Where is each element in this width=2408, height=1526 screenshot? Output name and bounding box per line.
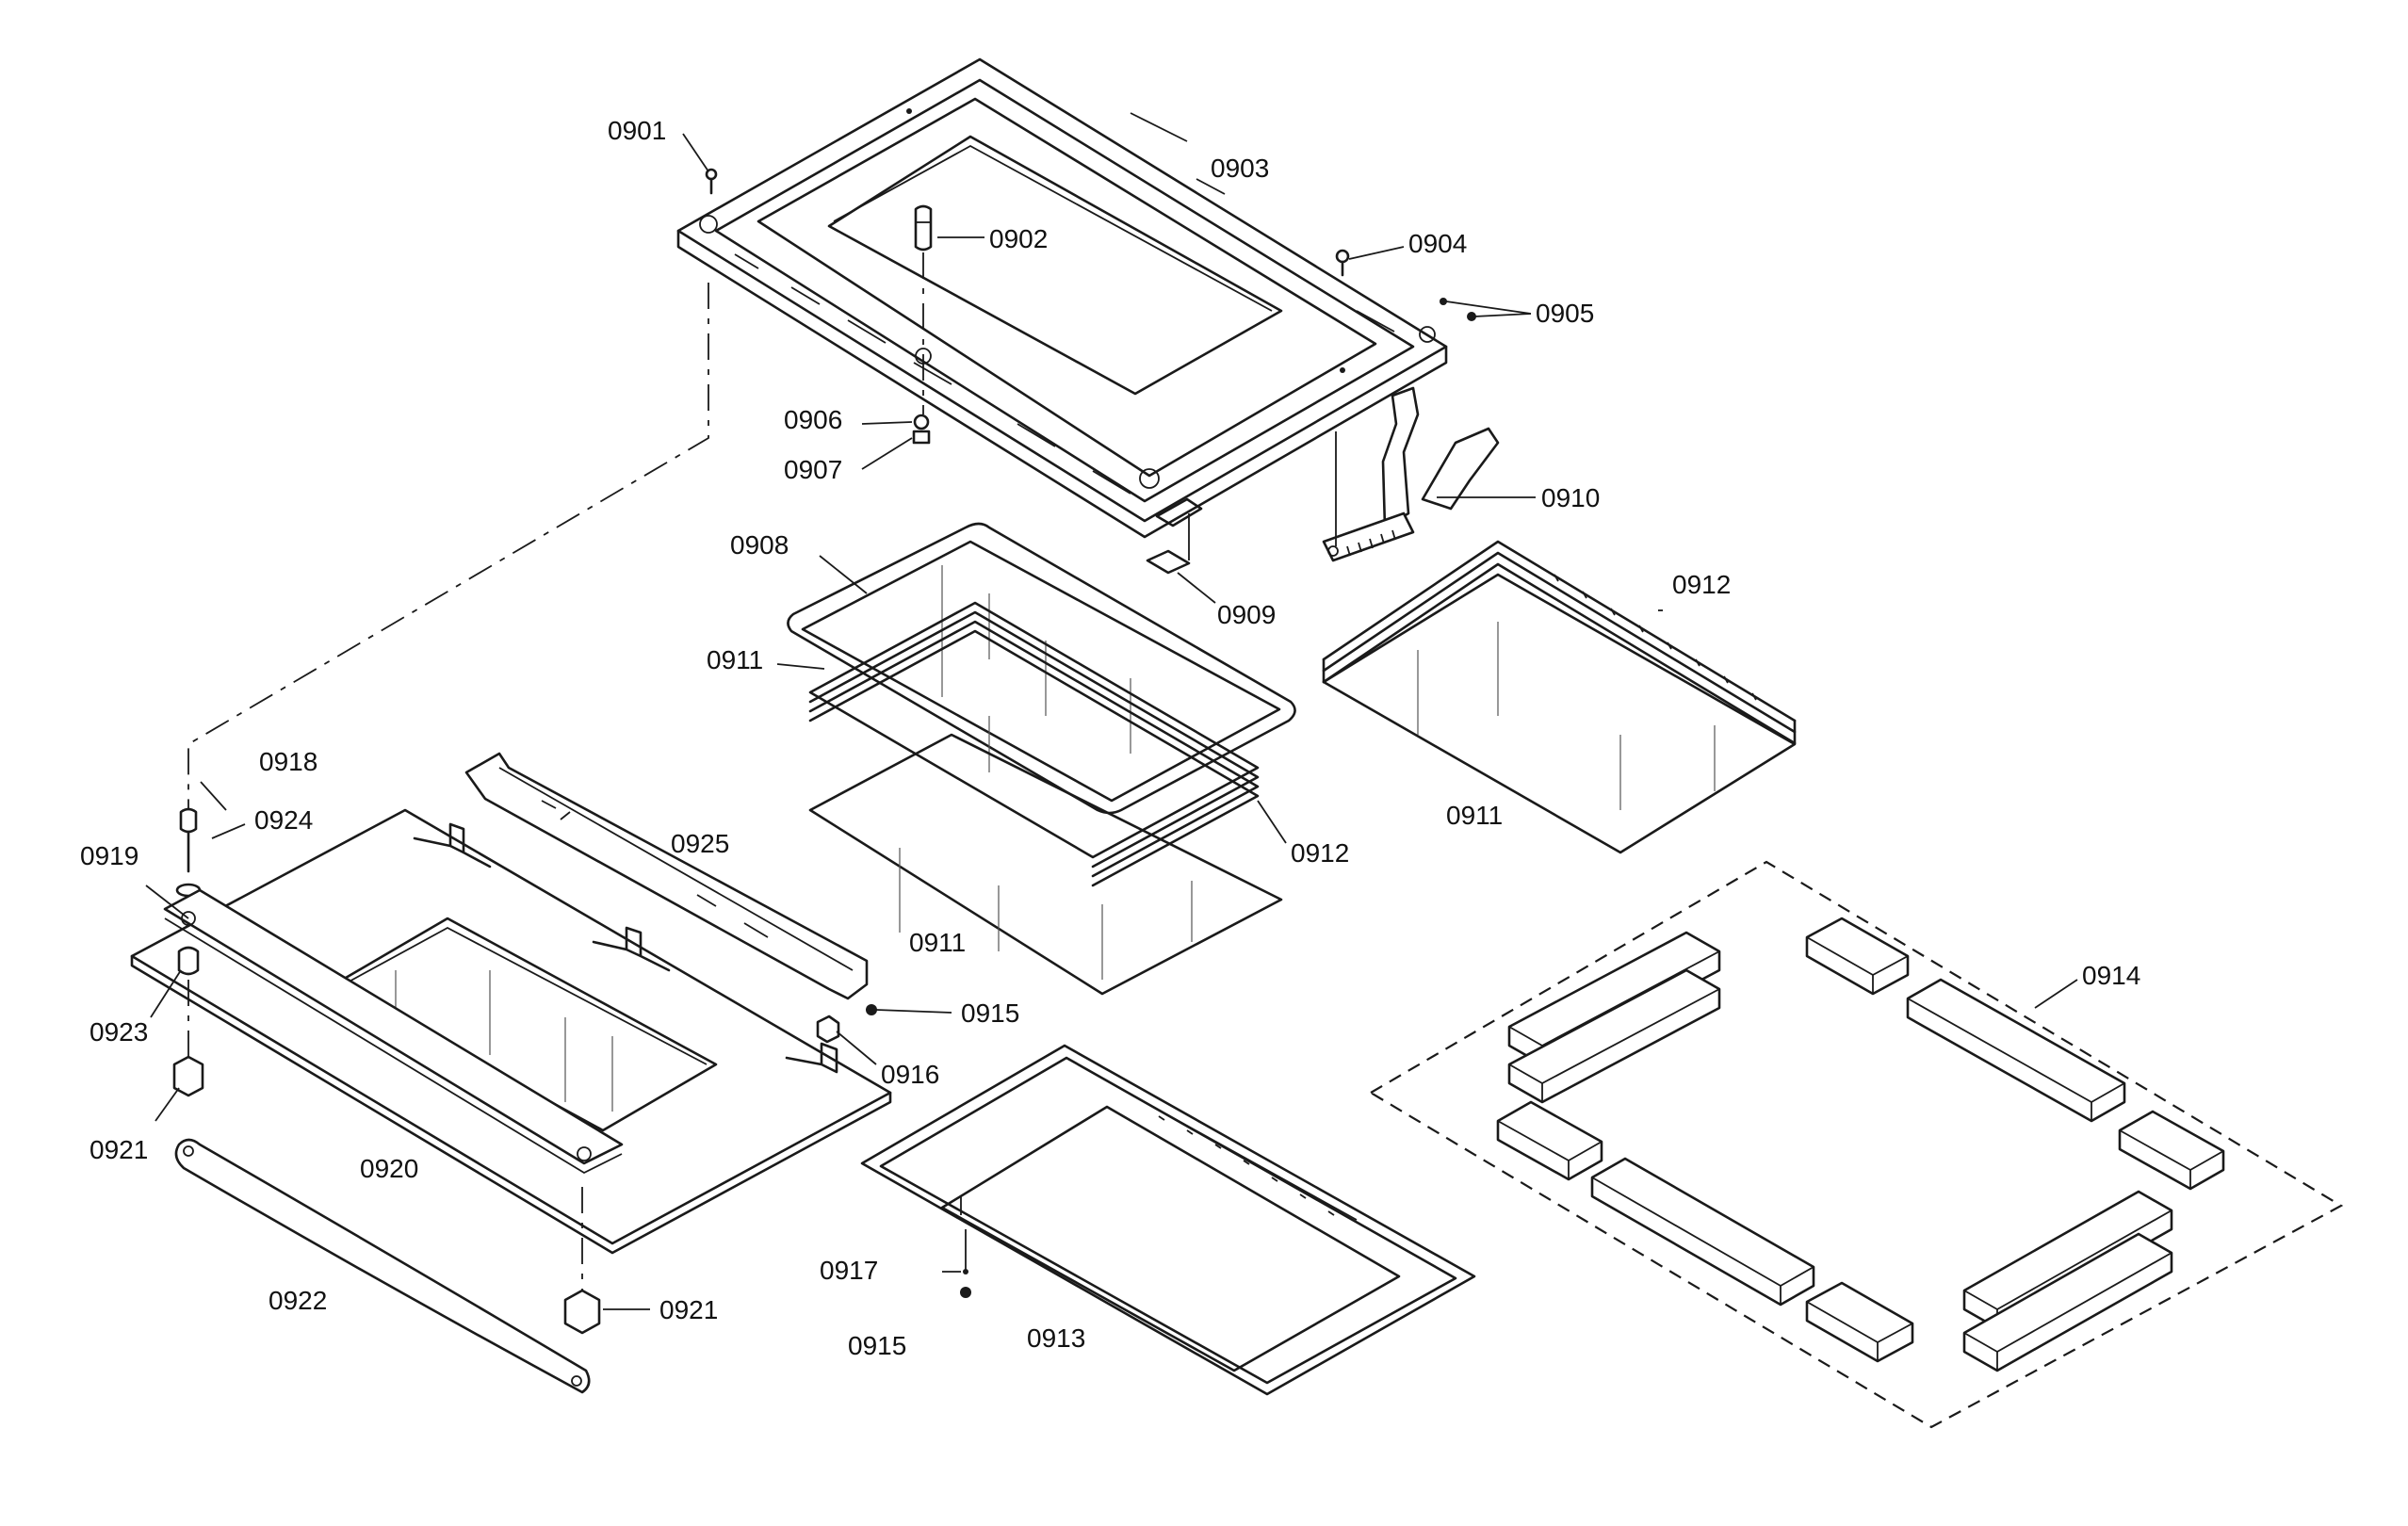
part-labels: 0901 0902 0903 0904 0905 0906 0907 0908 … (80, 116, 2140, 1360)
label-0906: 0906 (784, 405, 842, 434)
part-0911-glass-pane-center (808, 565, 1260, 887)
part-0921-handle-support-left (172, 1055, 204, 1097)
label-0917: 0917 (820, 1256, 878, 1285)
label-0916: 0916 (881, 1060, 939, 1089)
part-0906-washer (913, 414, 930, 430)
part-0904-screw (1335, 249, 1350, 277)
label-0914: 0914 (2082, 961, 2140, 990)
part-0922-handle-bar (174, 1138, 591, 1394)
part-0911-glass-pane-lower (808, 733, 1283, 996)
label-0907: 0907 (784, 455, 842, 484)
label-0919: 0919 (80, 841, 138, 870)
label-0924: 0924 (254, 805, 313, 835)
part-0908-door-seal (787, 522, 1296, 815)
label-0925: 0925 (671, 829, 729, 858)
label-0923: 0923 (89, 1017, 148, 1047)
part-0921-handle-support-right (563, 1289, 601, 1335)
label-0902: 0902 (989, 224, 1048, 253)
part-0914-packaging-set (1368, 860, 2344, 1429)
part-0919-trim-strip (163, 888, 624, 1175)
label-0910: 0910 (1541, 483, 1600, 512)
leader-lines (145, 133, 2078, 1310)
label-0915-upper: 0915 (961, 998, 1019, 1028)
label-0912-center: 0912 (1291, 838, 1349, 868)
label-0911-right: 0911 (1446, 801, 1503, 830)
part-0918-stud (179, 807, 198, 873)
label-0922: 0922 (268, 1286, 327, 1315)
label-0921-left: 0921 (89, 1135, 148, 1164)
label-0912-right: 0912 (1672, 570, 1731, 599)
label-0901: 0901 (608, 116, 666, 145)
part-0915-screw-upper (866, 1004, 877, 1015)
part-0903-inner-door-panel (676, 57, 1448, 539)
part-0902-stud (914, 204, 933, 414)
label-0908: 0908 (730, 530, 789, 560)
part-0907-nut (912, 430, 931, 445)
label-0905: 0905 (1536, 299, 1594, 328)
part-0915-screw-lower (960, 1287, 971, 1298)
part-0901-screw (705, 168, 718, 195)
part-0911-glass-pane-right (1322, 573, 1797, 854)
part-0916-bracket (816, 1015, 840, 1044)
part-0909-clip (1146, 549, 1191, 575)
part-0917-clip (963, 1269, 968, 1274)
part-0925-handle-rail (464, 752, 869, 1000)
label-0921-right: 0921 (659, 1295, 718, 1324)
label-0911-center: 0911 (707, 645, 763, 674)
label-0918: 0918 (259, 747, 317, 776)
label-0911-lower: 0911 (909, 928, 966, 957)
label-0903: 0903 (1211, 154, 1269, 183)
label-0915-lower: 0915 (848, 1331, 906, 1360)
part-0913-door-frame (860, 1044, 1476, 1396)
label-0920: 0920 (360, 1154, 418, 1183)
part-0905-clip-b (1467, 312, 1476, 321)
alignment-line (187, 283, 709, 810)
label-0909: 0909 (1217, 600, 1276, 629)
part-0910-hinge (1322, 386, 1500, 562)
part-0923-spacer (177, 946, 200, 976)
label-0904: 0904 (1408, 229, 1467, 258)
label-0913: 0913 (1027, 1323, 1085, 1353)
part-0912-glass-frame-right (1322, 540, 1797, 745)
part-0905-clip-a (1440, 298, 1447, 305)
